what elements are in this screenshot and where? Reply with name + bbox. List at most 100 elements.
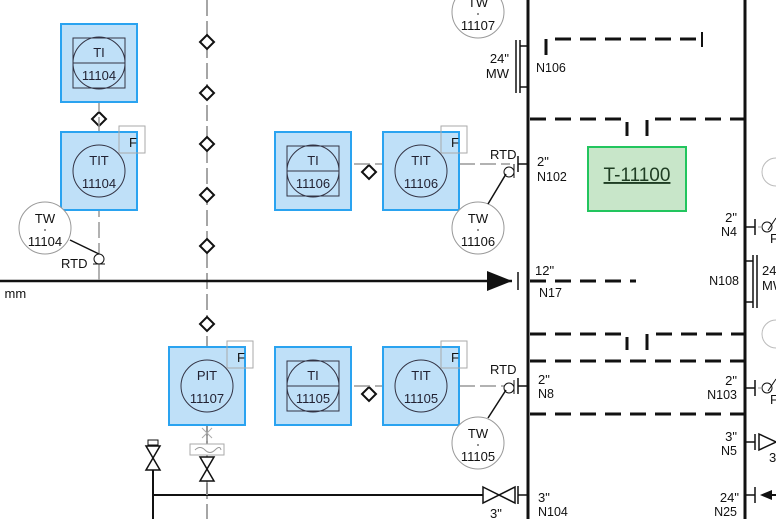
instrument-function: TIT xyxy=(411,368,431,383)
diamond-icon xyxy=(198,186,216,204)
svg-text:N106: N106 xyxy=(536,61,566,75)
instrument-pit-11107[interactable]: PIT 11107 F xyxy=(168,340,254,426)
instrument-function: TI xyxy=(93,45,105,60)
svg-text:N4: N4 xyxy=(721,225,737,239)
thermowell-type: TW xyxy=(35,211,56,226)
instrument-function: TIT xyxy=(89,153,109,168)
instrument-function: TI xyxy=(307,153,319,168)
flag-box xyxy=(226,340,254,369)
diamond-icon xyxy=(198,135,216,153)
flag-box xyxy=(440,125,468,154)
svg-text:RTD: RTD xyxy=(61,256,87,271)
line-label: l mm xyxy=(0,286,26,301)
instrument-tit-11104[interactable]: TIT 11104 F xyxy=(60,125,146,211)
nozzle-n25[interactable]: 24" N25 xyxy=(714,487,776,519)
instrument-ti-11106[interactable]: TI 11106 xyxy=(274,131,352,211)
thermowell-type: TW xyxy=(468,426,489,441)
diamond-icon xyxy=(360,163,378,181)
svg-text:2": 2" xyxy=(725,210,737,225)
svg-text:T-11100: T-11100 xyxy=(604,165,671,186)
instrument-tit-11105[interactable]: TIT 11105 F xyxy=(382,340,468,426)
svg-text:N17: N17 xyxy=(539,286,562,300)
svg-text:2": 2" xyxy=(538,372,550,387)
thermowell-tw-11104[interactable]: TW 11104 xyxy=(18,201,72,255)
svg-text:RTD: RTD xyxy=(490,362,516,377)
instrument-number: 11106 xyxy=(296,176,330,191)
diamond-icon xyxy=(198,84,216,102)
partial-bubble xyxy=(761,157,776,187)
rtd-11105[interactable]: RTD xyxy=(487,362,516,419)
nozzle-n106[interactable]: 24" MW N106 xyxy=(486,40,566,93)
thermowell-number: 11106 xyxy=(461,234,495,249)
flag-label: F xyxy=(237,350,245,365)
nozzle-n5[interactable]: 3" N5 3 xyxy=(721,429,776,465)
svg-text:MW: MW xyxy=(486,66,510,81)
thermowell-number: 11107 xyxy=(461,18,495,33)
isolation-valve-icon[interactable] xyxy=(189,425,225,483)
svg-text:MW: MW xyxy=(762,278,776,293)
drain-valve-icon[interactable] xyxy=(144,439,162,471)
nozzle-n103[interactable]: 2" N103 F xyxy=(707,373,776,407)
vessel-shell xyxy=(526,0,747,519)
svg-text:24": 24" xyxy=(490,51,509,66)
instrument-number: 11105 xyxy=(296,391,330,406)
diamond-icon xyxy=(360,385,378,403)
instrument-function: PIT xyxy=(197,368,217,383)
svg-text:F: F xyxy=(770,392,776,407)
thermowell-number: 11104 xyxy=(28,234,62,249)
svg-text:N108: N108 xyxy=(709,274,739,288)
nozzle-n108[interactable]: N108 24 MW xyxy=(709,255,776,308)
instrument-number: 11104 xyxy=(82,68,116,83)
svg-text:N103: N103 xyxy=(707,388,737,402)
rtd-11106[interactable]: RTD xyxy=(487,147,516,205)
rtd-11104[interactable]: RTD xyxy=(61,239,105,271)
svg-text:24: 24 xyxy=(762,263,776,278)
flag-box xyxy=(118,125,146,154)
svg-text:12": 12" xyxy=(535,263,554,278)
flag-box xyxy=(440,340,468,369)
svg-text:3": 3" xyxy=(725,429,737,444)
diamond-icon xyxy=(198,315,216,333)
thermowell-tw-11105[interactable]: TW 11105 xyxy=(451,416,505,470)
nozzle-n8[interactable]: 2" N8 xyxy=(517,372,554,401)
instrument-number: 11107 xyxy=(190,391,224,406)
svg-text:RTD: RTD xyxy=(490,147,516,162)
gate-valve-icon[interactable] xyxy=(482,485,528,505)
flag-label: F xyxy=(451,350,459,365)
svg-text:N25: N25 xyxy=(714,505,737,519)
svg-text:2": 2" xyxy=(725,373,737,388)
nozzle-n104[interactable]: 3" N104 xyxy=(538,490,568,519)
nozzle-n17[interactable]: 12" N17 xyxy=(535,263,562,300)
thermowell-tw-11107[interactable]: TW 11107 xyxy=(451,0,505,39)
svg-text:3: 3 xyxy=(769,450,776,465)
internals xyxy=(530,32,745,416)
svg-text:3": 3" xyxy=(538,490,550,505)
svg-text:2": 2" xyxy=(537,154,549,169)
flag-label: F xyxy=(129,135,137,150)
diamond-icon xyxy=(198,237,216,255)
thermowell-number: 11105 xyxy=(461,449,495,464)
thermowell-type: TW xyxy=(468,0,489,10)
flag-label: F xyxy=(451,135,459,150)
nozzle-n102[interactable]: 2" N102 xyxy=(517,154,567,184)
svg-text:F: F xyxy=(770,231,776,246)
svg-text:24": 24" xyxy=(720,490,739,505)
diamond-icons xyxy=(90,33,378,403)
thermowell-tw-11106[interactable]: TW 11106 xyxy=(451,201,505,255)
svg-text:N102: N102 xyxy=(537,170,567,184)
instrument-number: 11104 xyxy=(82,176,116,191)
svg-text:N8: N8 xyxy=(538,387,554,401)
svg-text:N104: N104 xyxy=(538,505,568,519)
partial-bubble xyxy=(761,319,776,349)
vessel-tag[interactable]: T-11100 xyxy=(587,146,687,212)
valve-size-label: 3" xyxy=(490,506,502,519)
instrument-number: 11105 xyxy=(404,391,438,406)
svg-text:N5: N5 xyxy=(721,444,737,458)
instrument-ti-11104[interactable]: TI 11104 xyxy=(60,23,138,103)
thermowell-type: TW xyxy=(468,211,489,226)
instrument-number: 11106 xyxy=(404,176,438,191)
nozzle-n4[interactable]: 2" N4 F xyxy=(721,210,776,246)
